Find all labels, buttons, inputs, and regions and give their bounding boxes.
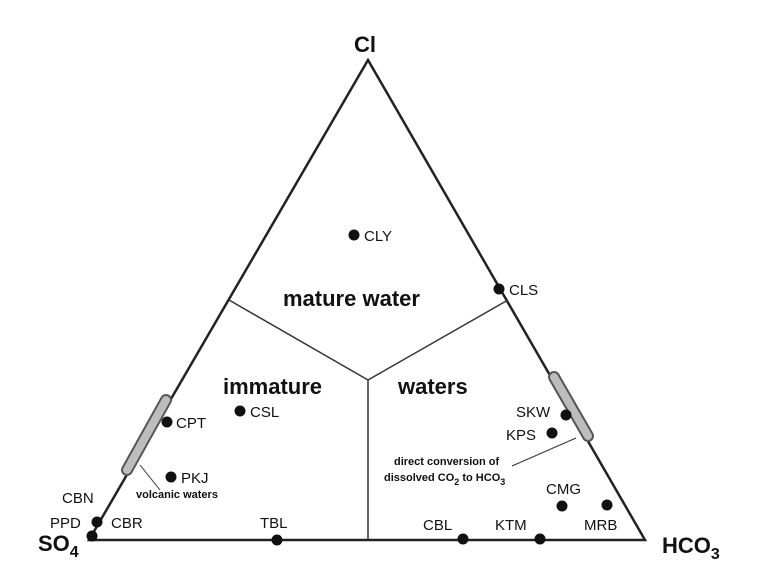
sample-label: SKW	[516, 404, 551, 421]
divider-right	[367, 299, 509, 381]
sample-point	[86, 530, 98, 542]
sample-label: KPS	[506, 427, 536, 444]
sample-CBR: CBR	[86, 515, 143, 542]
sample-label: CMG	[546, 481, 581, 498]
sample-label: MRB	[584, 517, 617, 534]
sample-label: PKJ	[181, 470, 209, 487]
sample-SKW: SKW	[516, 404, 572, 421]
region-label-immature: immature	[223, 374, 322, 399]
volcanic-waters-band	[121, 394, 172, 476]
vertex-label-cl: Cl	[354, 32, 376, 57]
vertex-label-so4: SO4	[38, 531, 79, 561]
sample-point	[493, 283, 505, 295]
volcanic-waters-label: volcanic waters	[136, 489, 218, 501]
volcanic-leader-line	[139, 464, 161, 491]
sample-MRB: MRB	[584, 499, 617, 534]
sample-CLS: CLS	[493, 282, 538, 299]
sample-CPT: CPT	[161, 415, 206, 432]
sample-KTM: KTM	[495, 517, 546, 545]
sample-point	[161, 416, 173, 428]
sample-CLY: CLY	[348, 228, 392, 245]
co2-conversion-band	[548, 371, 594, 442]
sample-point	[271, 534, 283, 546]
sample-point	[457, 533, 469, 545]
conversion-leader-line	[511, 437, 577, 467]
sample-CMG: CMG	[546, 481, 581, 512]
sample-point	[348, 229, 360, 241]
conversion-label-line1: direct conversion of	[394, 456, 499, 468]
sample-CBN: CBN	[62, 490, 103, 528]
sample-CSL: CSL	[234, 404, 279, 421]
sample-label: CLY	[364, 228, 392, 245]
sample-label: CBL	[423, 517, 452, 534]
sample-KPS: KPS	[506, 427, 558, 444]
sample-point	[560, 409, 572, 421]
sample-point	[546, 427, 558, 439]
sample-label: KTM	[495, 517, 527, 534]
sample-point	[165, 471, 177, 483]
sample-label: PPD	[50, 515, 81, 532]
region-label-waters: waters	[397, 374, 468, 399]
sample-CBL: CBL	[423, 517, 469, 545]
sample-label: CBN	[62, 490, 94, 507]
conversion-label-line2: dissolved CO2 to HCO3	[384, 472, 505, 487]
sample-TBL: TBL	[260, 515, 288, 546]
vertex-label-hco3: HCO3	[662, 533, 720, 563]
sample-point	[534, 533, 546, 545]
sample-label: TBL	[260, 515, 288, 532]
sample-PKJ: PKJ	[165, 470, 209, 487]
sample-point	[234, 405, 246, 417]
sample-label: CSL	[250, 404, 279, 421]
sample-label: CBR	[111, 515, 143, 532]
sample-PPD: PPD	[50, 515, 81, 532]
sample-point	[601, 499, 613, 511]
sample-label: CLS	[509, 282, 538, 299]
sample-point	[91, 516, 103, 528]
region-label-mature: mature water	[283, 286, 420, 311]
sample-label: CPT	[176, 415, 206, 432]
divider-left	[228, 299, 369, 381]
sample-point	[556, 500, 568, 512]
